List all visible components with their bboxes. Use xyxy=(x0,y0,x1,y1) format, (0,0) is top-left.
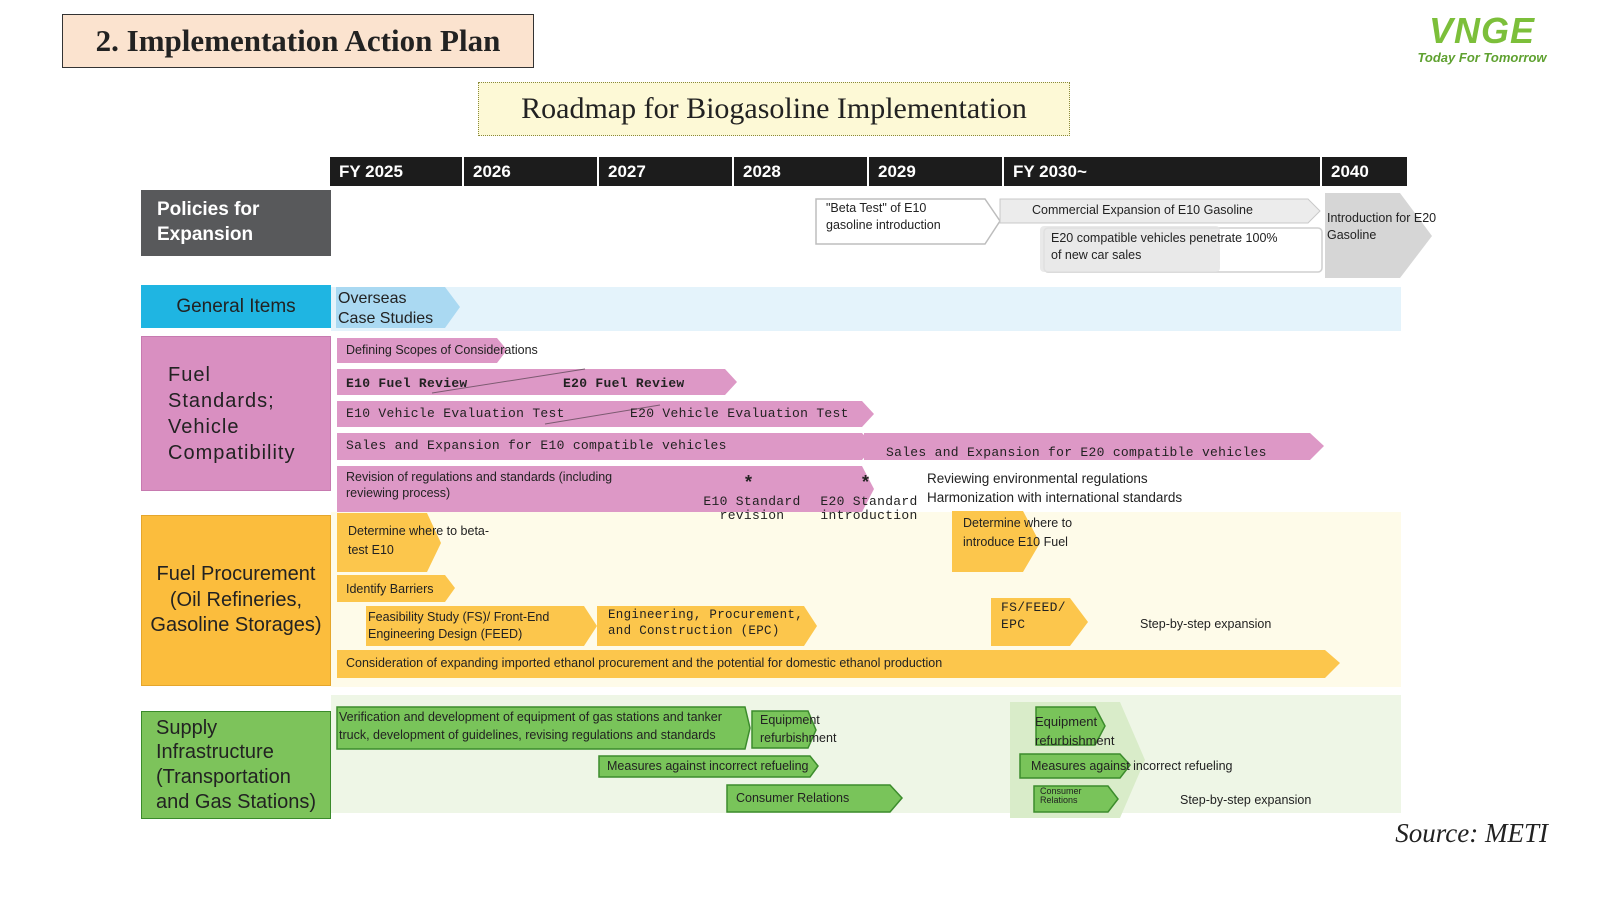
verification-label: Verification and development of equipmen… xyxy=(339,710,722,743)
category-general: General Items xyxy=(141,285,331,328)
category-fuel-standards-label: Fuel Standards; Vehicle Compatibility xyxy=(168,363,296,464)
e10-location-label: Determine where to introduce E10 Fuel xyxy=(963,516,1073,549)
equipment-2-label: Equipment refurbishment xyxy=(1035,714,1115,748)
fs-feed-epc-arrow xyxy=(991,598,1088,646)
year-2029: 2029 xyxy=(869,157,1004,186)
e20-intro-label: Introduction for E20 Gasoline xyxy=(1327,211,1437,242)
equipment-2-arrow xyxy=(1035,706,1106,746)
e20-vehicles-label: E20 compatible vehicles penetrate 100% o… xyxy=(1051,231,1278,262)
equipment-1-label: Equipment refurbishment xyxy=(760,713,837,746)
beta-test-arrow xyxy=(815,198,1001,245)
vnge-logo: VNGE Today For Tomorrow xyxy=(1412,10,1552,65)
fs-feed-label: Feasibility Study (FS)/ Front-End Engine… xyxy=(368,610,550,641)
category-supply: Supply Infrastructure (Transportation an… xyxy=(141,711,331,819)
category-procurement-label: Fuel Procurement (Oil Refineries, Gasoli… xyxy=(150,563,322,637)
env-regs-label: Reviewing environmental regulations xyxy=(927,471,1148,486)
epc-label: Engineering, Procurement, and Constructi… xyxy=(608,608,804,638)
category-supply-label: Supply Infrastructure (Transportation an… xyxy=(156,716,317,813)
consumer-2-label: Consumer Relations xyxy=(1040,786,1082,805)
beta-test-label: "Beta Test" of E10 gasoline introduction xyxy=(826,200,976,234)
overseas-label: Overseas Case Studies xyxy=(338,290,434,327)
e20-sales-arrow xyxy=(864,433,1324,460)
consumer-2-arrow xyxy=(1033,785,1119,813)
commercial-e10-label: Commercial Expansion of E10 Gasoline xyxy=(1032,203,1253,217)
verification-arrow xyxy=(336,706,751,750)
e10-sales-label: Sales and Expansion for E10 compatible v… xyxy=(346,438,727,453)
fs-feed-arrow xyxy=(366,606,597,646)
epc-arrow xyxy=(597,606,817,646)
category-fuel-standards: Fuel Standards; Vehicle Compatibility xyxy=(141,336,331,491)
measures-2-label: Measures against incorrect refueling xyxy=(1031,759,1233,773)
e10-fuel-review-label: E10 Fuel Review xyxy=(346,376,468,391)
beta-test-location-arrow xyxy=(337,513,441,572)
supply-step-label: Step-by-step expansion xyxy=(1180,793,1312,807)
procurement-step-label: Step-by-step expansion xyxy=(1140,617,1272,631)
e10-location-arrow xyxy=(952,511,1040,572)
category-general-label: General Items xyxy=(176,295,296,317)
equipment-1-arrow xyxy=(751,710,817,749)
revision-label: Revision of regulations and standards (i… xyxy=(346,470,613,501)
e20-vehicle-test-label: E20 Vehicle Evaluation Test xyxy=(630,406,849,421)
ethanol-label: Consideration of expanding imported etha… xyxy=(346,656,943,670)
category-procurement: Fuel Procurement (Oil Refineries, Gasoli… xyxy=(141,515,331,686)
barriers-arrow xyxy=(337,575,455,602)
scopes-label: Defining Scopes of Considerations xyxy=(346,343,538,357)
roadmap-title: Roadmap for Biogasoline Implementation xyxy=(478,82,1070,136)
consumer-1-arrow xyxy=(726,784,904,813)
barriers-label: Identify Barriers xyxy=(346,582,434,596)
scopes-arrow xyxy=(337,338,507,363)
year-2026: 2026 xyxy=(464,157,599,186)
revision-arrow xyxy=(337,466,874,512)
beta-test-location-label: Determine where to beta-test E10 xyxy=(348,524,490,558)
ethanol-arrow xyxy=(337,650,1340,678)
e10-vehicle-test-label: E10 Vehicle Evaluation Test xyxy=(346,406,565,421)
year-2028: 2028 xyxy=(734,157,869,186)
slide-title: 2. Implementation Action Plan xyxy=(62,14,534,68)
category-policies-label: Policies for Expansion xyxy=(157,199,260,245)
measures-1-label: Measures against incorrect refueling xyxy=(607,759,809,773)
year-2040: 2040 xyxy=(1322,157,1407,186)
fs-feed-epc-label: FS/FEED/ EPC xyxy=(1001,600,1066,632)
e20-intro-arrow xyxy=(1325,193,1432,278)
year-2027: 2027 xyxy=(599,157,734,186)
beta-test-text: "Beta Test" of E10 gasoline introduction xyxy=(826,201,941,232)
e10-standard-star: * xyxy=(745,472,753,492)
commercial-e10-arrow xyxy=(999,198,1321,224)
e10-sales-arrow xyxy=(337,433,874,460)
harmonization-label: Harmonization with international standar… xyxy=(927,490,1183,505)
overseas-arrow xyxy=(336,287,460,328)
year-fy2030: FY 2030~ xyxy=(1004,157,1322,186)
measures-2-arrow xyxy=(1019,753,1131,779)
consumer-1-label: Consumer Relations xyxy=(736,791,850,805)
year-fy2025: FY 2025 xyxy=(330,157,464,186)
logo-tagline: Today For Tomorrow xyxy=(1417,50,1547,65)
e20-standard-star: * xyxy=(862,472,870,492)
e20-fuel-review-label: E20 Fuel Review xyxy=(563,376,685,391)
logo-mark: VNGE xyxy=(1428,10,1536,51)
source-note: Source: METI xyxy=(1395,818,1548,848)
fuel-review-arrow xyxy=(337,369,737,395)
measures-1-arrow xyxy=(598,755,819,778)
general-band xyxy=(331,287,1401,331)
e20-sales-label: Sales and Expansion for E20 compatible v… xyxy=(886,445,1267,460)
category-policies: Policies for Expansion xyxy=(141,190,331,256)
e20-standard-label: E20 Standard introduction xyxy=(820,494,918,523)
e10-standard-label: E10 Standard revision xyxy=(703,494,801,523)
